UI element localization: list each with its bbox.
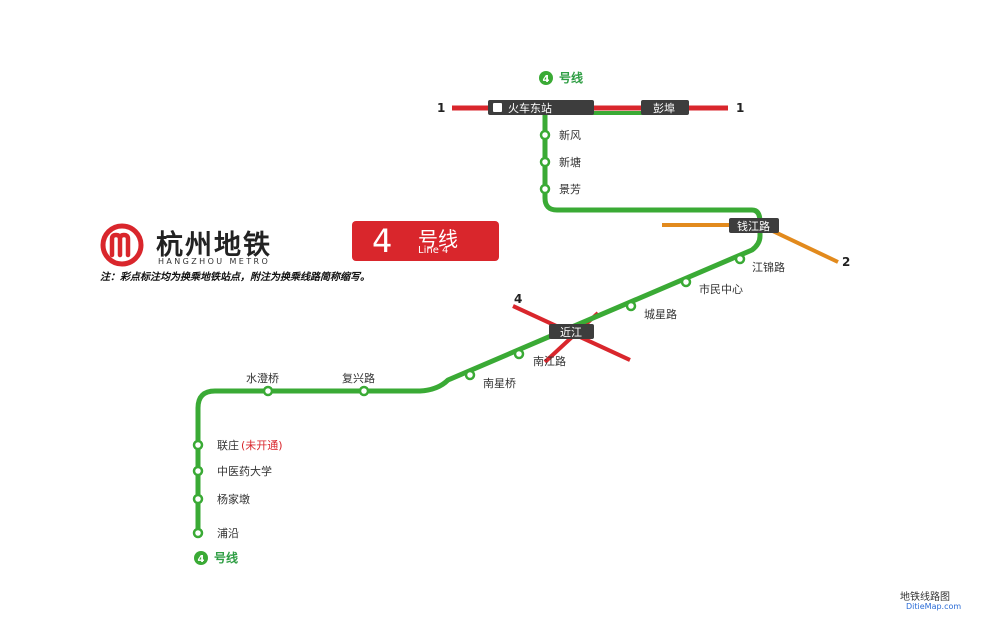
line2-marker: 2	[842, 255, 850, 269]
interchange-box	[488, 100, 594, 115]
interchange-label: 钱江路	[737, 219, 770, 233]
station-dot	[192, 493, 204, 505]
station-zhongyiyaodaxue[interactable]: 中医药大学	[192, 464, 272, 478]
station-shiminzhongxin[interactable]: 市民中心	[680, 276, 743, 296]
interchange-box	[549, 324, 594, 339]
station-label: 景芳	[559, 182, 581, 196]
station-xintang[interactable]: 新塘	[539, 155, 581, 169]
station-dot	[513, 348, 525, 360]
station-label: 新风	[559, 128, 581, 142]
station-nanxingqiao[interactable]: 南星桥	[464, 369, 516, 390]
station-dot	[539, 183, 551, 195]
station-note-not-open: (未开通)	[241, 439, 283, 452]
station-jingfang[interactable]: 景芳	[539, 182, 581, 196]
interchange-jinjiang[interactable]: 近江	[549, 324, 594, 339]
map-legend-note: 注：彩点标注均为换乘地铁站点，附注为换乘线路简称缩写。	[100, 272, 370, 283]
station-dot	[192, 527, 204, 539]
station-label: 新塘	[559, 155, 581, 169]
interchange-label: 火车东站	[508, 101, 552, 115]
logo-name-en: HANGZHOU METRO	[158, 257, 271, 266]
station-label: 南江路	[533, 355, 566, 368]
station-dot	[680, 276, 692, 288]
station-dot	[539, 156, 551, 168]
line4-cross-marker: 4	[514, 292, 522, 306]
interchange-qianjianglu[interactable]: 钱江路	[729, 218, 779, 233]
station-label: 浦沿	[217, 527, 239, 540]
logo-name-cn: 杭州地铁	[156, 230, 272, 261]
station-label: 联庄	[217, 438, 239, 452]
line1-left-marker: 1	[437, 101, 445, 115]
station-label: 南星桥	[483, 377, 516, 390]
metro-logo-icon	[100, 223, 144, 267]
station-label: 水澄桥	[246, 371, 279, 385]
station-label: 市民中心	[699, 282, 743, 296]
interchange-huochedongzhan[interactable]: 火车东站	[488, 100, 594, 115]
station-dot	[192, 465, 204, 477]
watermark-en[interactable]: DitieMap.com	[906, 602, 962, 611]
terminal-bottom-num: 4	[198, 554, 205, 565]
terminal-top-label: 号线	[559, 70, 583, 85]
station-dot	[358, 385, 370, 397]
station-puyan[interactable]: 浦沿	[192, 527, 239, 540]
line4-track	[195, 108, 763, 533]
station-dot	[734, 253, 746, 265]
station-jiangjinlu[interactable]: 江锦路	[734, 253, 785, 274]
station-label: 杨家墩	[217, 492, 250, 506]
station-label: 中医药大学	[217, 464, 272, 478]
train-icon	[493, 103, 502, 112]
station-yangjiadun[interactable]: 杨家墩	[192, 492, 250, 506]
badge-name-en: Line 4	[418, 245, 449, 256]
station-dot	[464, 369, 476, 381]
interchange-label: 彭埠	[653, 101, 675, 115]
interchange-box	[729, 218, 779, 233]
badge-name-cn: 号线	[418, 227, 458, 251]
station-dot	[539, 129, 551, 141]
station-label: 城星路	[644, 308, 677, 321]
station-fuxinglu[interactable]: 复兴路	[342, 371, 375, 397]
terminal-bottom-label: 号线	[214, 550, 238, 565]
station-shuichengqiao[interactable]: 水澄桥	[246, 371, 279, 397]
terminal-top-num: 4	[543, 74, 550, 85]
station-dot	[262, 385, 274, 397]
watermark-cn: 地铁线路图	[900, 592, 950, 603]
terminal-top-badge	[539, 71, 553, 85]
station-nanjianglu[interactable]: 南江路	[513, 348, 566, 368]
interchange-pengbu[interactable]: 彭埠	[641, 100, 689, 115]
station-lianzhuang[interactable]: 联庄 (未开通)	[192, 438, 283, 452]
station-xinfeng[interactable]: 新风	[539, 128, 581, 142]
interchange-label: 近江	[560, 326, 582, 339]
station-chengxinglu[interactable]: 城星路	[625, 300, 677, 321]
line4-badge: 4 号线 Line 4	[352, 221, 499, 261]
interchange-box	[641, 100, 689, 115]
terminal-bottom-badge	[194, 551, 208, 565]
hangzhou-metro-logo: 杭州地铁 HANGZHOU METRO	[100, 221, 345, 271]
line1-right-marker: 1	[736, 101, 744, 115]
station-label: 复兴路	[342, 371, 375, 385]
station-dot	[192, 439, 204, 451]
station-dot	[625, 300, 637, 312]
station-label: 江锦路	[752, 260, 785, 274]
badge-number: 4	[372, 222, 393, 260]
